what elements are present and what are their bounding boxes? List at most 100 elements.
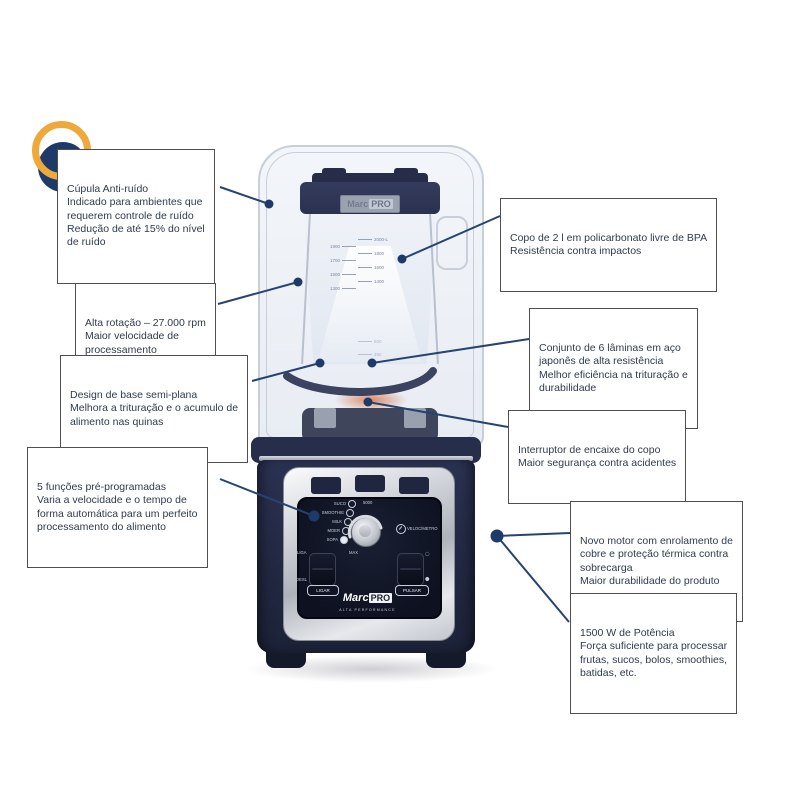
scale-label: 1600 [374,265,385,270]
callout-title: Conjunto de 6 lâminas em aço japonês de … [539,341,681,368]
jar-lid-tab-left [322,168,346,176]
jar-scale-row: 1500 [330,271,358,278]
leader-line-potencia [496,535,570,623]
scale-label: 1500 [330,272,341,277]
callout-desc: Maior segurança contra acidentes [518,457,677,470]
program-button-row: SMOOTHIE [300,508,354,517]
program-button-row: MOER [300,526,350,535]
program-label: SUCO [333,501,346,506]
brand-name: Marc [342,592,369,604]
jar-scale-row: 2000-L [356,236,388,243]
speedometer-icon [396,524,406,534]
scale-label: 1400 [374,279,385,284]
scale-tick [342,246,357,248]
pulse-top-symbol: ◯ [425,551,430,556]
jar-scale-row: 1700 [330,257,358,264]
callout-desc: Maior durabilidade do produto [580,575,720,588]
callout-title: Copo de 2 l em policarbonato livre de BP… [510,231,708,244]
callout-desc: Melhora a trituração e o acumulo de alim… [70,402,239,428]
jar-pad-post-right [404,408,426,428]
program-icon [344,517,352,526]
switch-off-label: DESL [296,577,307,582]
panel-tagline: ALTA PERFORMANCE [339,608,396,612]
leader-dot-motor [490,529,504,543]
callout-desc: Melhor eficiência na trituração e durabi… [539,368,688,395]
base-vent-tab [399,477,429,494]
scale-label: 1300 [330,286,341,291]
program-icon [342,526,350,535]
callout-laminas: Conjunto de 6 lâminas em aço japonês de … [529,308,698,430]
jar-scale-row: 450 [356,351,382,358]
scale-label: 600 [374,339,382,344]
scale-tick [342,260,357,262]
switch-on-label: LIGA [297,550,307,555]
power-rocker-switch [309,553,336,586]
program-button-row: SUCO [300,499,356,508]
callout-title: Alta rotação – 27.000 rpm [85,316,206,329]
base-silver-strip [259,456,473,461]
callout-desc: Varia a velocidade e o tempo de forma au… [37,494,198,534]
brand-pro: PRO [368,593,393,603]
scale-label: 2000-L [374,237,389,242]
pulse-rocker-switch [397,553,424,586]
scale-label: 1700 [330,258,341,263]
jar-scale-row: 1800 [356,250,384,257]
scale-tick [342,274,357,276]
brand-name: Marc [347,199,369,209]
program-label: SMOOTHIE [321,510,344,515]
program-icon [346,508,354,517]
pulse-bottom-symbol: ⬤ [425,576,430,581]
ligar-label: LIGAR [307,585,339,596]
scale-label: 450 [374,352,382,357]
callout-title: Novo motor com enrolamento de cobre e pr… [580,534,733,574]
leader-line-motor [496,532,571,537]
pulsar-label: PULSAR [395,585,429,596]
scale-tick [342,288,357,290]
jar-scale-row: 1300 [330,285,358,292]
callout-title: 5 funções pré-programadas [37,480,166,493]
program-label: SOPA [326,537,338,542]
jar-scale-row: 600 [356,338,382,345]
dial-top-label: 5000 [363,500,373,505]
program-label: MOER [327,528,340,533]
base-vent-tab [355,475,385,492]
callout-copo: Copo de 2 l em policarbonato livre de BP… [500,198,718,293]
callout-title: Cúpula Anti-ruído [67,182,149,195]
scale-tick [358,281,372,283]
scale-label: 1900 [330,244,341,249]
program-button-row: SOPA [300,535,348,544]
callout-desc: Resistência contra impactos [510,245,642,258]
brand-pro: PRO [369,199,393,209]
jar-scale-row: 1400 [356,278,384,285]
callout-desc: Força suficiente para processar frutas, … [580,640,728,680]
callout-desc: Indicado para ambientes que requerem con… [67,196,205,249]
scale-tick [358,267,372,269]
program-icon [340,535,348,544]
jar-pad-post-left [314,408,336,428]
scale-tick [358,341,372,343]
jar-lid-tab-right [394,168,418,176]
program-icon [348,499,356,508]
scale-label: 1800 [374,251,385,256]
jar-scale-row: 1900 [330,243,358,250]
speed-knob-cap [359,525,371,537]
program-label: MILK [332,519,342,524]
callout-title: Interruptor de encaixe do copo [518,443,661,456]
jar-handle [436,216,468,270]
dial-max-label: MAX [349,550,359,555]
scale-tick [358,253,372,255]
program-button-row: MILK [300,517,352,526]
callout-desc: Maior velocidade de processamento [85,330,179,356]
jar-scale-row: 1600 [356,264,384,271]
base-vent-tab [311,477,341,494]
scale-tick [358,354,372,356]
speedometer-label: VELOCÍMETRO [407,526,438,531]
